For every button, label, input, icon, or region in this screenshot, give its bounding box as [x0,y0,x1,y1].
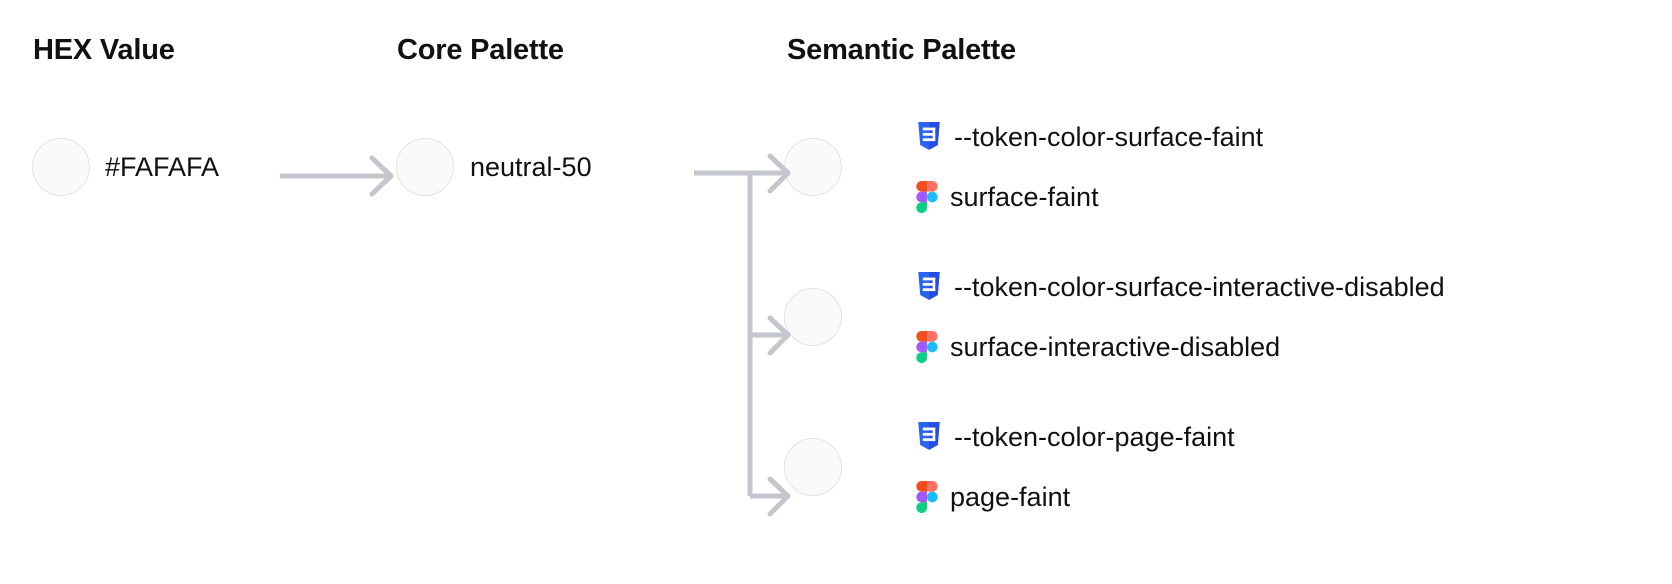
arrowhead-page-faint [767,476,791,517]
css-token-line: --token-color-surface-interactive-disabl… [916,266,1616,308]
css-token-label: --token-color-page-faint [954,421,1235,452]
color-swatch-hex-value [32,138,90,196]
css3-icon [918,422,940,450]
hex-value-label: #FAFAFA [105,152,220,182]
column-heading-semantic-palette: Semantic Palette [787,34,1016,66]
css-token-label: --token-color-surface-interactive-disabl… [954,271,1445,302]
figma-token-label: surface-interactive-disabled [950,331,1281,362]
figma-token-line: surface-faint [916,176,1616,218]
css3-icon [918,122,940,150]
figma-icon [916,181,938,213]
color-swatch-core-palette [396,138,454,196]
color-swatch-semantic-surface-interactive-disabled [784,288,842,346]
figma-token-label: page-faint [950,481,1071,512]
css-token-label: --token-color-surface-faint [954,121,1264,152]
figma-token-label: surface-faint [950,181,1099,212]
core-palette-label: neutral-50 [470,152,592,182]
css-token-line: --token-color-surface-faint [916,116,1616,158]
semantic-token-row: --token-color-surface-interactive-disabl… [916,266,1616,368]
column-heading-core-palette: Core Palette [397,34,564,66]
figma-token-line: page-faint [916,476,1616,518]
figma-icon [916,331,938,363]
css3-icon [918,272,940,300]
arrowhead-hex-to-core [369,155,394,197]
figma-token-line: surface-interactive-disabled [916,326,1616,368]
color-swatch-semantic-page-faint [784,438,842,496]
column-heading-hex-value: HEX Value [33,34,175,66]
figma-icon [916,481,938,513]
semantic-token-row: --token-color-page-faint page-faint [916,416,1616,518]
semantic-token-row: --token-color-surface-faint surface-fain… [916,116,1616,218]
color-swatch-semantic-surface-faint [784,138,842,196]
css-token-line: --token-color-page-faint [916,416,1616,458]
